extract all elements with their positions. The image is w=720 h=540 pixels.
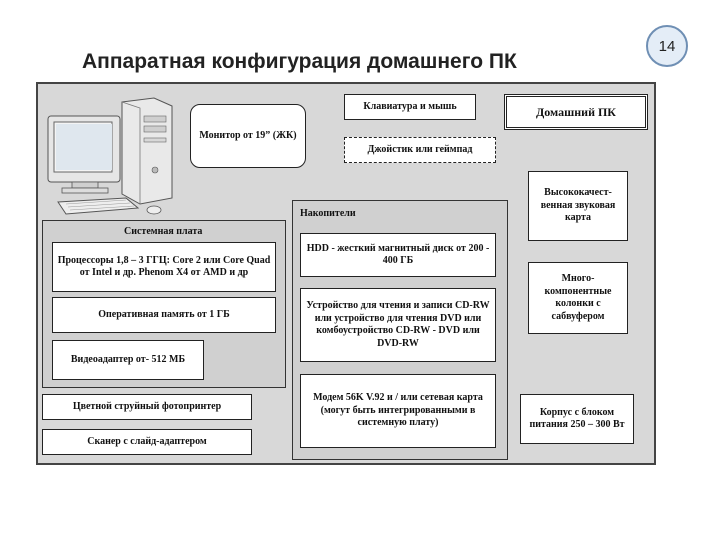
motherboard-title: Системная плата [124,226,203,237]
monitor-box: Монитор от 19” (ЖК) [190,104,306,168]
power-supply-box: Корпус с блоком питания 250 – 300 Вт [520,394,634,444]
home-pc-box: Домашний ПК [504,94,648,130]
video-adapter-box: Видеоадаптер от- 512 МБ [52,340,204,380]
ram-box: Оперативная память от 1 ГБ [52,297,276,333]
keyboard-mouse-box: Клавиатура и мышь [344,94,476,120]
page-title: Аппаратная конфигурация домашнего ПК [82,50,517,73]
printer-box: Цветной струйный фотопринтер [42,394,252,420]
scanner-box: Сканер с слайд-адаптером [42,429,252,455]
hdd-box: HDD - жесткий магнитный диск от 200 - 40… [300,233,496,277]
joystick-box: Джойстик или геймпад [344,137,496,163]
optical-drive-box: Устройство для чтения и записи CD-RW или… [300,288,496,362]
computer-illustration [47,97,173,215]
processors-box: Процессоры 1,8 – 3 ГГЦ: Core 2 или Core … [52,242,276,292]
speakers-box: Много-компонентные колонки с сабвуфером [528,262,628,334]
sound-card-box: Высококачест-венная звуковая карта [528,171,628,241]
storage-title: Накопители [300,208,356,219]
slide-number-badge: 14 [646,25,688,67]
modem-network-box: Модем 56K V.92 и / или сетевая карта (мо… [300,374,496,448]
